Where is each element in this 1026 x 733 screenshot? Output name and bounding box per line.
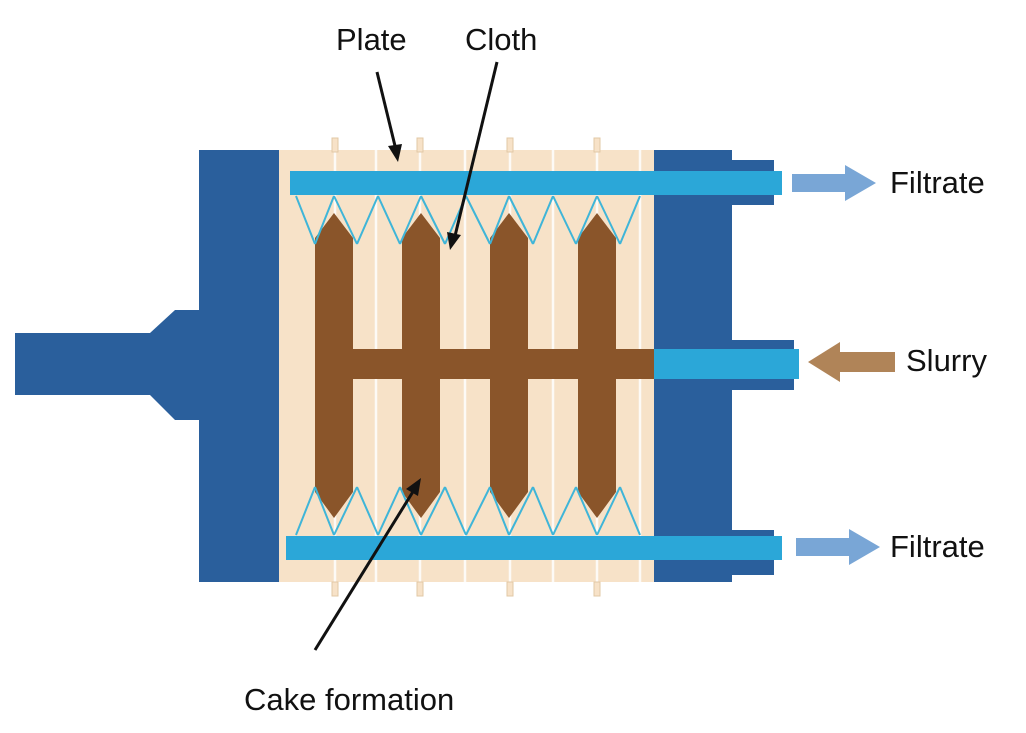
plate-tab — [506, 137, 514, 153]
cloth-segment-bottom — [532, 486, 554, 536]
cloth-label: Cloth — [465, 22, 538, 57]
cake-pointer — [313, 489, 416, 651]
cloth-segment-bottom — [596, 486, 621, 536]
cloth-segment-bottom — [356, 486, 379, 536]
cloth-segment-bottom — [314, 486, 335, 536]
filtrate-pipe-bottom — [286, 536, 782, 560]
plate-tab — [416, 137, 424, 153]
cloth-segment-top — [356, 195, 379, 245]
plate-tab — [593, 137, 601, 153]
filtrate-arrow-top — [792, 165, 876, 201]
plate-tab — [416, 581, 424, 597]
filter-cloth — [295, 195, 641, 536]
cloth-segment-bottom — [295, 486, 316, 536]
filtrate-bottom-label: Filtrate — [890, 529, 985, 564]
pipes — [286, 171, 799, 560]
cloth-segment-bottom — [399, 486, 422, 536]
cloth-segment-bottom — [508, 486, 534, 536]
cake-formation-label: Cake formation — [244, 682, 455, 717]
plate-tab — [331, 581, 339, 597]
left-end-plate — [199, 150, 279, 582]
cake-finger — [402, 213, 440, 518]
cloth-segment-top — [575, 195, 598, 245]
left-frame — [15, 150, 279, 582]
plate-pointer-head — [388, 144, 402, 162]
filtrate-top-label: Filtrate — [890, 165, 985, 200]
plate-tab — [506, 581, 514, 597]
cloth-segment-top — [532, 195, 554, 245]
piston-flange — [150, 310, 202, 420]
cake-finger — [490, 213, 528, 518]
cloth-segment-top — [489, 195, 510, 245]
cloth-segment-bottom — [575, 486, 598, 536]
slurry-label: Slurry — [906, 343, 987, 378]
cloth-segment-top — [508, 195, 534, 245]
cloth-segment-top — [465, 195, 491, 245]
cloth-segment-top — [619, 195, 641, 245]
cake-finger — [315, 213, 353, 518]
cloth-pointer — [453, 61, 499, 237]
cloth-segment-bottom — [444, 486, 467, 536]
cake-finger — [578, 213, 616, 518]
plate-label: Plate — [336, 22, 407, 57]
filtrate-arrow-bottom — [796, 529, 880, 565]
cloth-segment-bottom — [333, 486, 358, 536]
plate-pointer — [375, 71, 398, 151]
cloth-segment-top — [399, 195, 422, 245]
plate-tab — [593, 581, 601, 597]
slurry-inlet-pipe — [654, 349, 799, 379]
cloth-pointer-head — [447, 232, 461, 250]
cake-formation-shape — [315, 213, 654, 518]
slurry-arrow — [808, 342, 895, 382]
cloth-segment-top — [596, 195, 621, 245]
cloth-segment-bottom — [465, 486, 491, 536]
cloth-segment-top — [552, 195, 577, 245]
cloth-segment-top — [295, 195, 316, 245]
cloth-segment-bottom — [619, 486, 641, 536]
filtrate-pipe-top — [290, 171, 782, 195]
cloth-segment-top — [420, 195, 446, 245]
cloth-segment-top — [314, 195, 335, 245]
cloth-segment-bottom — [489, 486, 510, 536]
cloth-segment-bottom — [552, 486, 577, 536]
cloth-segment-top — [333, 195, 358, 245]
plate-tab — [331, 137, 339, 153]
cloth-segment-bottom — [377, 486, 401, 536]
cloth-segment-bottom — [420, 486, 446, 536]
pointer-lines — [313, 61, 499, 651]
flow-arrows — [792, 165, 895, 565]
cloth-segment-top — [377, 195, 401, 245]
cake-pointer-head — [406, 478, 421, 496]
